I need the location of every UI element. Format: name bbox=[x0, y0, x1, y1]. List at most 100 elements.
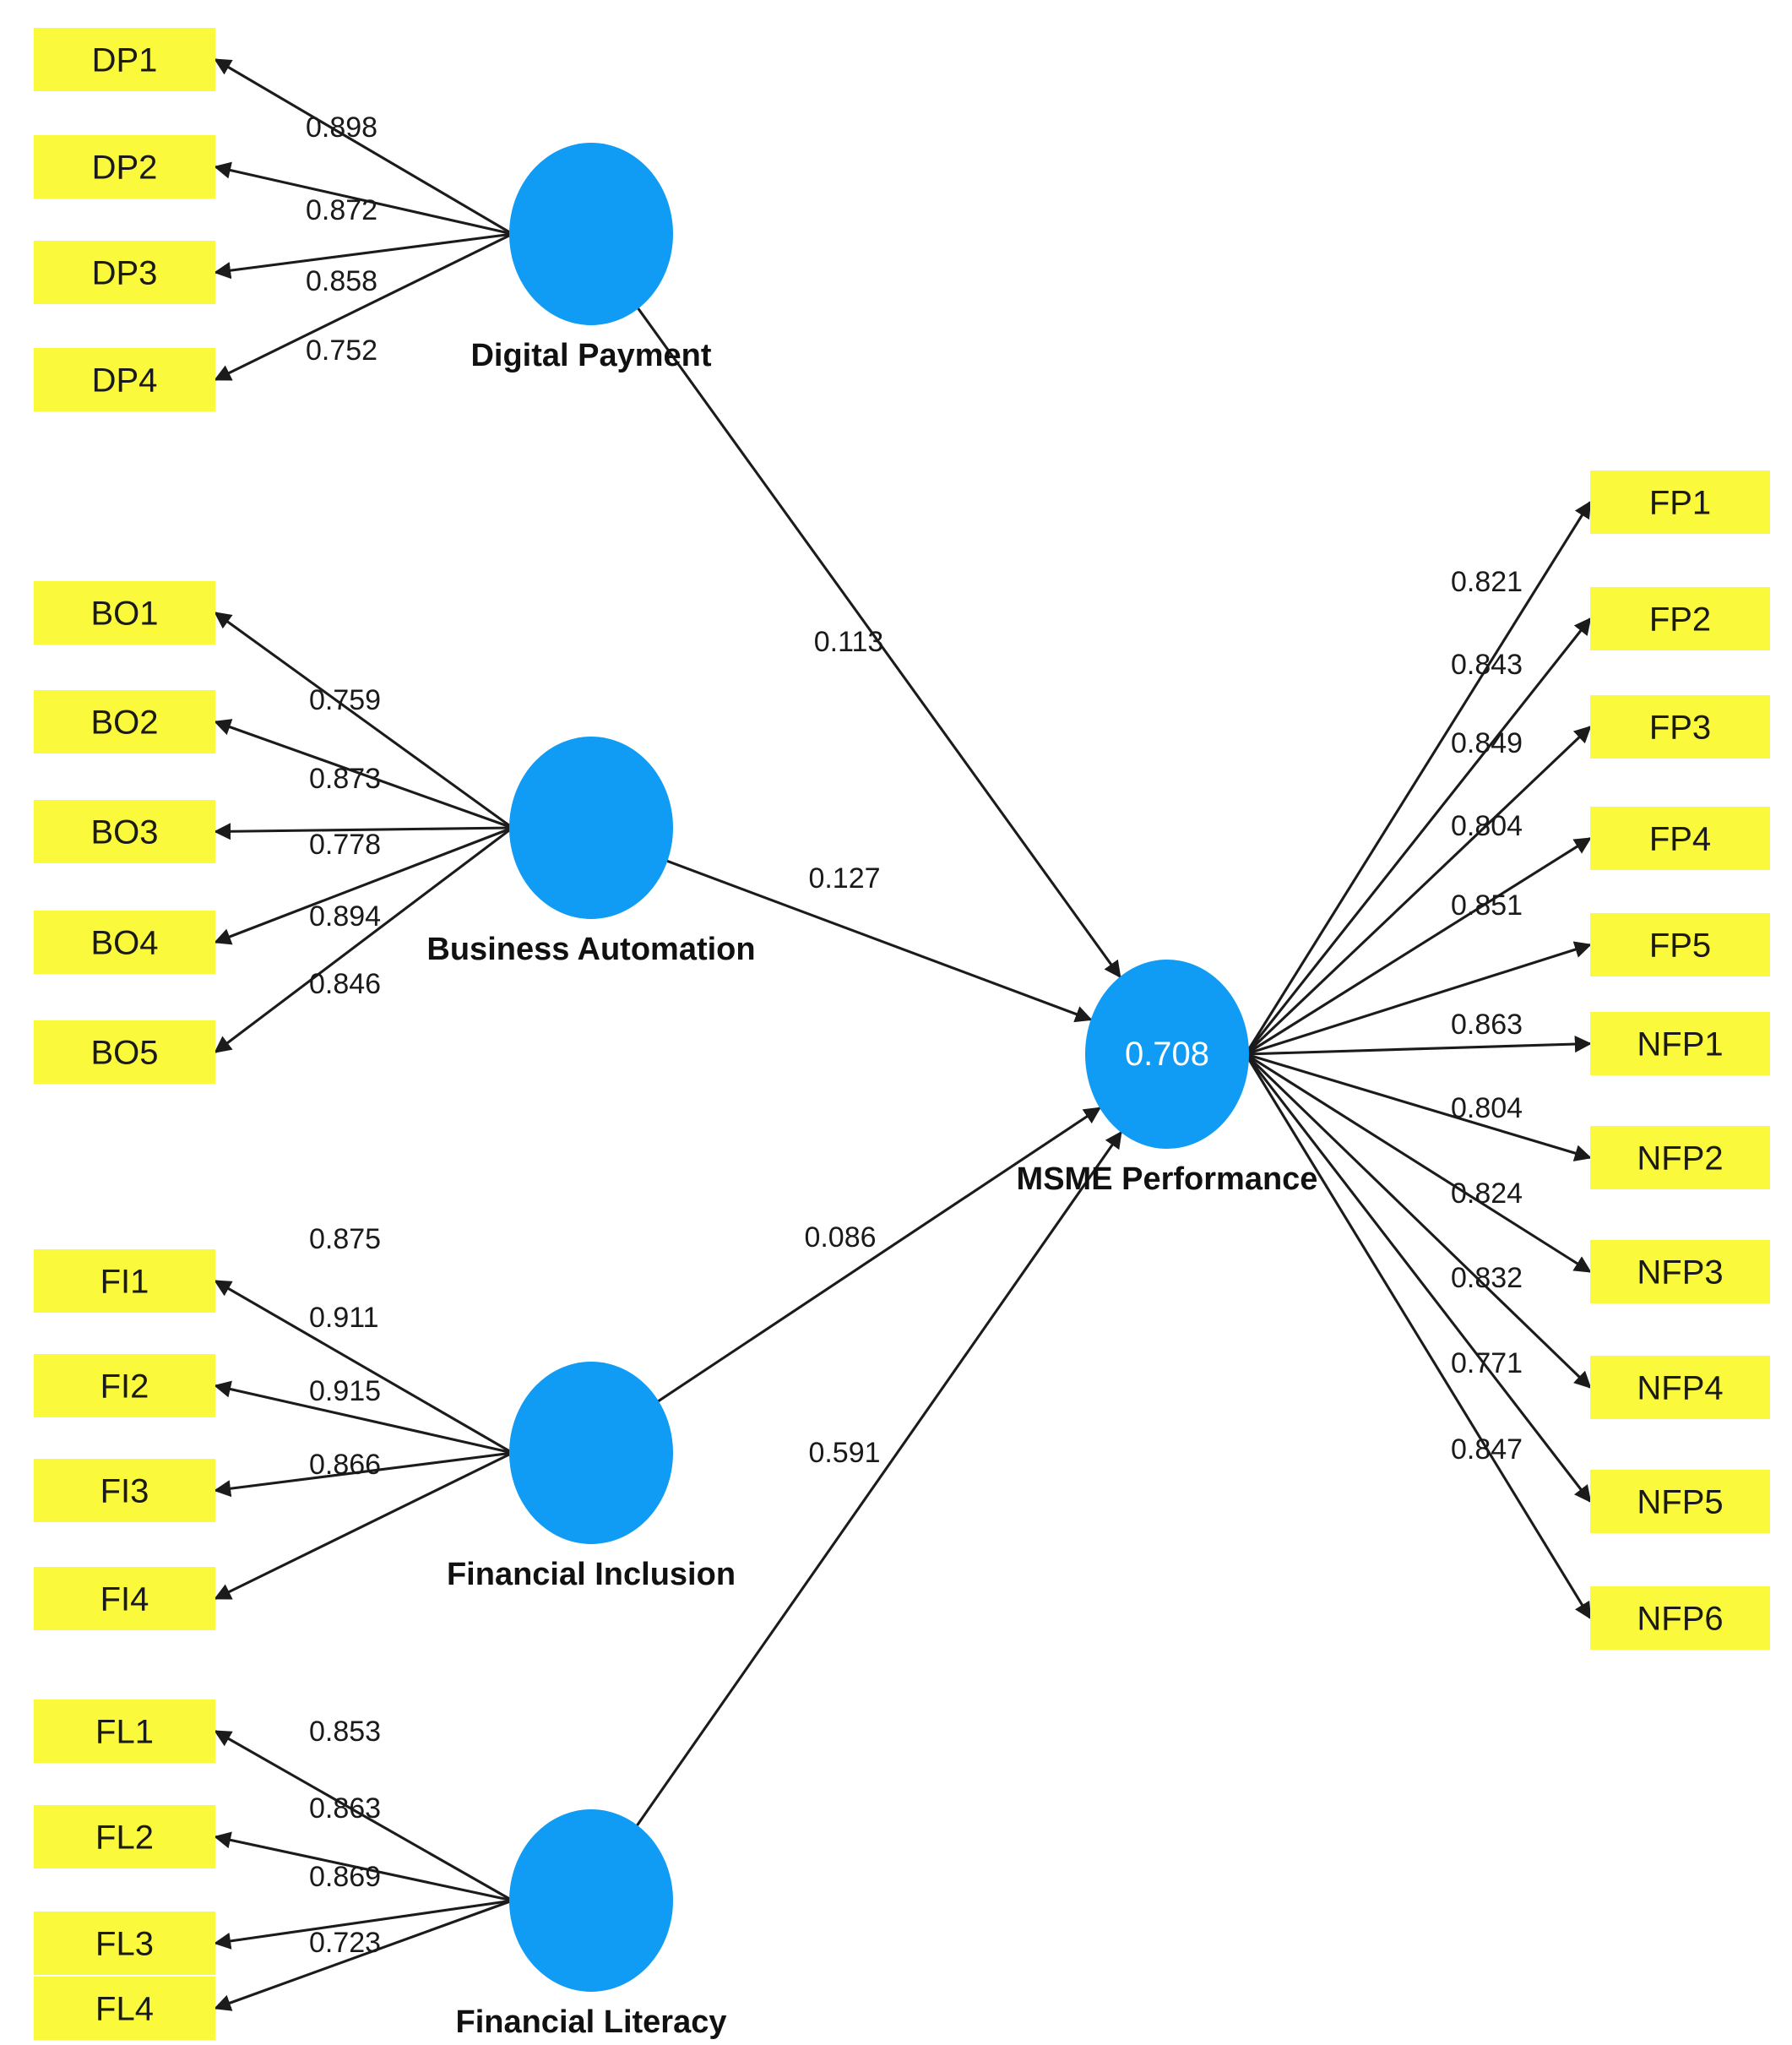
indicator-dp2[interactable]: DP2 bbox=[34, 135, 215, 199]
indicator-dp4[interactable]: DP4 bbox=[34, 348, 215, 411]
loading-edge-bo-bo3 bbox=[213, 823, 513, 840]
loading-edge-dp-dp1 bbox=[214, 58, 513, 236]
indicator-box-nfp5[interactable] bbox=[1590, 1470, 1770, 1533]
latent-fi[interactable]: Financial Inclusion bbox=[447, 1362, 736, 1592]
indicator-label-nfp1: NFP1 bbox=[1637, 1026, 1723, 1063]
loading-edge-msme-nfp4 bbox=[1245, 1052, 1592, 1389]
indicator-nfp1[interactable]: NFP1 bbox=[1590, 1012, 1770, 1075]
indicator-label-bo3: BO3 bbox=[90, 814, 158, 851]
indicator-box-dp3[interactable] bbox=[34, 241, 215, 304]
indicator-bo3[interactable]: BO3 bbox=[34, 800, 215, 863]
indicator-box-fp1[interactable] bbox=[1590, 470, 1770, 534]
indicator-nfp6[interactable]: NFP6 bbox=[1590, 1586, 1770, 1650]
indicator-fl2[interactable]: FL2 bbox=[34, 1805, 215, 1868]
latent-bo[interactable]: Business Automation bbox=[426, 737, 756, 967]
indicator-label-fl2: FL2 bbox=[95, 1819, 154, 1857]
indicator-dp3[interactable]: DP3 bbox=[34, 241, 215, 304]
indicator-fi3[interactable]: FI3 bbox=[34, 1459, 215, 1522]
indicator-bo5[interactable]: BO5 bbox=[34, 1020, 215, 1084]
indicator-fp4[interactable]: FP4 bbox=[1590, 807, 1770, 870]
latent-ellipse-dp[interactable] bbox=[509, 143, 673, 325]
indicator-fp5[interactable]: FP5 bbox=[1590, 913, 1770, 976]
indicator-nfp2[interactable]: NFP2 bbox=[1590, 1126, 1770, 1189]
indicator-fi2[interactable]: FI2 bbox=[34, 1354, 215, 1417]
loading-value-bo5: 0.846 bbox=[309, 968, 381, 1000]
loading-edge-msme-nfp2 bbox=[1245, 1052, 1592, 1161]
indicator-bo4[interactable]: BO4 bbox=[34, 911, 215, 974]
indicator-box-fi4[interactable] bbox=[34, 1567, 215, 1630]
indicator-box-bo1[interactable] bbox=[34, 581, 215, 645]
indicator-box-nfp2[interactable] bbox=[1590, 1126, 1770, 1189]
latent-fl[interactable]: Financial Literacy bbox=[455, 1809, 727, 2040]
latent-ellipse-msme[interactable] bbox=[1085, 960, 1249, 1149]
indicator-label-nfp4: NFP4 bbox=[1637, 1370, 1723, 1407]
latent-ellipse-bo[interactable] bbox=[509, 737, 673, 919]
indicator-nfp4[interactable]: NFP4 bbox=[1590, 1356, 1770, 1419]
indicator-label-dp3: DP3 bbox=[92, 255, 158, 292]
indicator-label-nfp2: NFP2 bbox=[1637, 1140, 1723, 1178]
indicator-box-nfp4[interactable] bbox=[1590, 1356, 1770, 1419]
indicator-box-fl4[interactable] bbox=[34, 1977, 215, 2040]
indicator-fp2[interactable]: FP2 bbox=[1590, 587, 1770, 650]
path-coefficient-fi-msme: 0.086 bbox=[804, 1221, 876, 1254]
loading-edge-fi-fi2 bbox=[214, 1380, 513, 1455]
indicator-box-bo4[interactable] bbox=[34, 911, 215, 974]
indicator-fi1[interactable]: FI1 bbox=[34, 1249, 215, 1313]
indicator-fl3[interactable]: FL3 bbox=[34, 1912, 215, 1975]
loading-edge-bo-bo2 bbox=[214, 719, 513, 829]
indicator-nfp3[interactable]: NFP3 bbox=[1590, 1240, 1770, 1303]
indicator-fl4[interactable]: FL4 bbox=[34, 1977, 215, 2040]
indicator-box-nfp3[interactable] bbox=[1590, 1240, 1770, 1303]
indicator-box-fi2[interactable] bbox=[34, 1354, 215, 1417]
indicator-box-fl3[interactable] bbox=[34, 1912, 215, 1975]
indicator-box-nfp1[interactable] bbox=[1590, 1012, 1770, 1075]
loading-value-fp5: 0.851 bbox=[1451, 889, 1523, 922]
loading-value-fi1: 0.875 bbox=[309, 1223, 381, 1255]
loading-edge-msme-nfp3 bbox=[1245, 1052, 1592, 1273]
path-coefficient-dp-msme: 0.113 bbox=[814, 626, 884, 658]
indicator-box-fp3[interactable] bbox=[1590, 695, 1770, 759]
indicator-box-bo5[interactable] bbox=[34, 1020, 215, 1084]
indicator-box-fi1[interactable] bbox=[34, 1249, 215, 1313]
indicator-box-fl2[interactable] bbox=[34, 1805, 215, 1868]
indicator-box-dp2[interactable] bbox=[34, 135, 215, 199]
indicator-box-fi3[interactable] bbox=[34, 1459, 215, 1522]
indicator-box-fp2[interactable] bbox=[1590, 587, 1770, 650]
indicator-fp1[interactable]: FP1 bbox=[1590, 470, 1770, 534]
indicator-dp1[interactable]: DP1 bbox=[34, 28, 215, 91]
indicator-box-dp1[interactable] bbox=[34, 28, 215, 91]
indicator-box-dp4[interactable] bbox=[34, 348, 215, 411]
loading-value-bo2: 0.873 bbox=[309, 763, 381, 795]
indicator-label-nfp3: NFP3 bbox=[1637, 1254, 1723, 1292]
loading-value-fl2: 0.863 bbox=[309, 1792, 381, 1825]
loading-value-fl1: 0.853 bbox=[309, 1716, 381, 1748]
loading-value-dp2: 0.872 bbox=[306, 194, 377, 226]
indicator-label-bo1: BO1 bbox=[90, 596, 158, 633]
indicator-fl1[interactable]: FL1 bbox=[34, 1700, 215, 1763]
loading-edge-bo-bo5 bbox=[214, 826, 513, 1053]
indicator-nfp5[interactable]: NFP5 bbox=[1590, 1470, 1770, 1533]
latent-ellipse-fi[interactable] bbox=[509, 1362, 673, 1544]
loading-edge-dp-dp2 bbox=[214, 161, 513, 236]
indicator-bo2[interactable]: BO2 bbox=[34, 690, 215, 753]
indicator-bo1[interactable]: BO1 bbox=[34, 581, 215, 645]
indicator-fi4[interactable]: FI4 bbox=[34, 1567, 215, 1630]
indicator-box-bo3[interactable] bbox=[34, 800, 215, 863]
loading-value-fl4: 0.723 bbox=[309, 1927, 381, 1959]
indicator-box-fl1[interactable] bbox=[34, 1700, 215, 1763]
indicator-label-dp2: DP2 bbox=[92, 150, 158, 187]
indicator-box-bo2[interactable] bbox=[34, 690, 215, 753]
indicator-box-nfp6[interactable] bbox=[1590, 1586, 1770, 1650]
indicator-label-fp1: FP1 bbox=[1649, 485, 1711, 522]
loading-edge-fl-fl4 bbox=[214, 1899, 513, 2011]
indicator-label-fi2: FI2 bbox=[100, 1368, 149, 1406]
latent-label-fi: Financial Inclusion bbox=[447, 1557, 736, 1592]
indicator-box-fp4[interactable] bbox=[1590, 807, 1770, 870]
indicator-box-fp5[interactable] bbox=[1590, 913, 1770, 976]
latent-label-dp: Digital Payment bbox=[470, 338, 711, 373]
loading-edge-msme-nfp1 bbox=[1246, 1035, 1593, 1056]
indicator-fp3[interactable]: FP3 bbox=[1590, 695, 1770, 759]
latent-dp[interactable]: Digital Payment bbox=[470, 143, 712, 373]
latent-ellipse-fl[interactable] bbox=[509, 1809, 673, 1992]
